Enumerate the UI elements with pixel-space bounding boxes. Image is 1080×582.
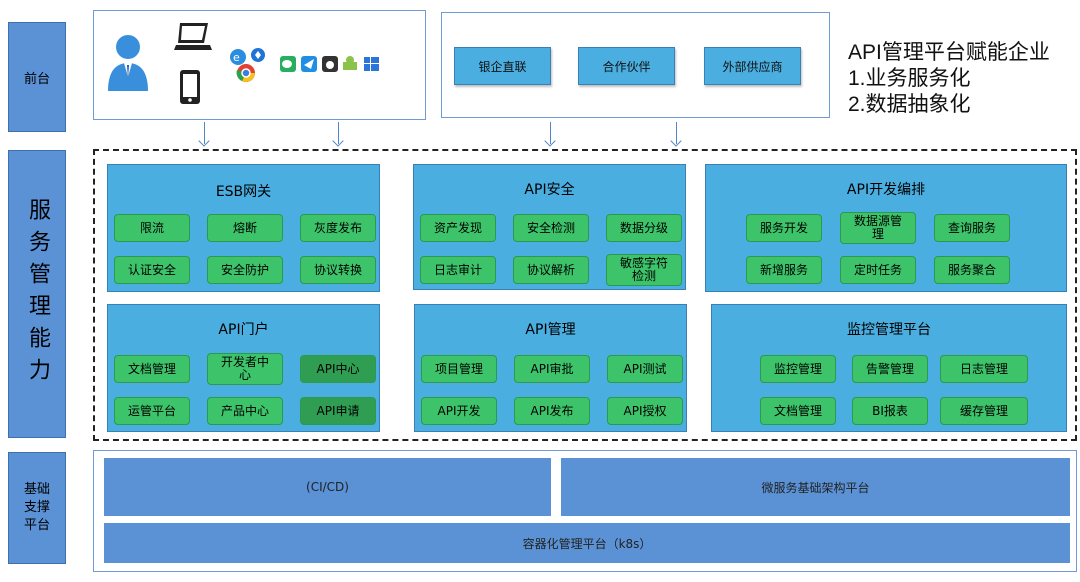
chip-circuit-break[interactable]: 熔断 [207, 214, 283, 242]
chip-product-center[interactable]: 产品中心 [207, 397, 283, 425]
chip-security-check[interactable]: 安全检测 [513, 214, 589, 242]
panel-api-portal: API门户 文档管理 开发者中心 API中心 运管平台 产品中心 API申请 [107, 304, 380, 432]
browser-icons: e [230, 48, 265, 82]
laptop-icon [174, 23, 212, 50]
chip-add-service[interactable]: 新增服务 [746, 256, 822, 284]
channel-partner[interactable]: 合作伙伴 [578, 47, 675, 85]
chip-query-service[interactable]: 查询服务 [934, 214, 1010, 242]
panel-esb: ESB网关 限流 熔断 灰度发布 认证安全 安全防护 协议转换 [107, 164, 380, 292]
chip-log-mgmt[interactable]: 日志管理 [940, 355, 1028, 383]
panel-api-management: API管理 项目管理 API审批 API测试 API开发 API发布 API授权 [414, 304, 687, 432]
arrow-4 [676, 122, 677, 144]
service-label: 服务管理能力 [8, 150, 66, 438]
k8s-bar: 容器化管理平台（k8s） [104, 523, 1070, 563]
chip-doc-mgmt-2[interactable]: 文档管理 [760, 397, 836, 425]
note-line-2: 2.数据抽象化 [848, 93, 971, 116]
chip-monitor-mgmt[interactable]: 监控管理 [760, 355, 836, 383]
phone-icon [180, 70, 200, 104]
base-label: 基础支撑平台 [8, 452, 66, 564]
arrow-2 [338, 122, 339, 144]
panel-title: ESB网关 [215, 184, 272, 200]
front-label: 前台 [8, 22, 66, 132]
platform-icons [280, 54, 390, 74]
svg-text:e: e [233, 51, 240, 64]
chip-service-dev[interactable]: 服务开发 [746, 214, 822, 242]
panel-title: API门户 [218, 322, 269, 338]
panel-title: API开发编排 [846, 182, 926, 198]
chip-scheduled-task[interactable]: 定时任务 [840, 256, 916, 284]
chip-auth[interactable]: 认证安全 [114, 256, 190, 284]
panel-monitoring: 监控管理平台 监控管理 告警管理 日志管理 文档管理 BI报表 缓存管理 [711, 304, 1067, 432]
chip-api-develop[interactable]: API开发 [421, 397, 497, 425]
chip-log-audit[interactable]: 日志审计 [420, 256, 496, 284]
service-label-text: 服务管理能力 [25, 198, 50, 390]
panel-api-orchestration: API开发编排 服务开发 数据源管理 查询服务 新增服务 定时任务 服务聚合 [705, 164, 1067, 292]
chip-api-center[interactable]: API中心 [300, 355, 376, 383]
devices-box: e [93, 10, 426, 120]
cicd-bar: (CI/CD) [104, 458, 551, 516]
chip-dev-center[interactable]: 开发者中心 [207, 353, 283, 385]
chip-sensitive-check[interactable]: 敏感字符检测 [606, 254, 682, 286]
microservice-bar: 微服务基础架构平台 [561, 458, 1070, 516]
chip-protocol-convert[interactable]: 协议转换 [300, 256, 376, 284]
chip-protection[interactable]: 安全防护 [207, 256, 283, 284]
chip-rate-limit[interactable]: 限流 [114, 214, 190, 242]
arrow-3 [550, 122, 551, 144]
channel-bank[interactable]: 银企直联 [454, 47, 551, 85]
notes: API管理平台赋能企业 1.业务服务化 2.数据抽象化 [848, 40, 1073, 118]
chip-service-aggregation[interactable]: 服务聚合 [934, 256, 1010, 284]
channels-box: 银企直联 合作伙伴 外部供应商 [441, 12, 830, 118]
chip-data-grading[interactable]: 数据分级 [606, 214, 682, 242]
chip-gray-release[interactable]: 灰度发布 [300, 214, 376, 242]
chip-api-publish[interactable]: API发布 [514, 397, 590, 425]
chip-datasource-mgmt[interactable]: 数据源管理 [840, 212, 916, 244]
chip-cache-mgmt[interactable]: 缓存管理 [940, 397, 1028, 425]
note-title: API管理平台赋能企业 [848, 41, 1050, 64]
chip-bi-report[interactable]: BI报表 [852, 397, 928, 425]
chip-api-authorize[interactable]: API授权 [607, 397, 683, 425]
chip-api-test[interactable]: API测试 [607, 355, 683, 383]
chip-ops-platform[interactable]: 运管平台 [114, 397, 190, 425]
note-line-1: 1.业务服务化 [848, 67, 971, 90]
panel-title: API管理 [525, 322, 576, 338]
panel-api-security: API安全 资产发现 安全检测 数据分级 日志审计 协议解析 敏感字符检测 [413, 164, 686, 290]
channel-supplier[interactable]: 外部供应商 [704, 47, 801, 85]
service-container [93, 149, 1077, 441]
panel-title: 监控管理平台 [847, 322, 931, 338]
user-icon [108, 35, 148, 91]
arrow-1 [204, 122, 205, 144]
chip-alert-mgmt[interactable]: 告警管理 [852, 355, 928, 383]
panel-title: API安全 [524, 182, 575, 198]
chip-api-approval[interactable]: API审批 [514, 355, 590, 383]
chip-doc-mgmt[interactable]: 文档管理 [114, 355, 190, 383]
chip-protocol-parse[interactable]: 协议解析 [513, 256, 589, 284]
chip-api-apply[interactable]: API申请 [300, 397, 376, 425]
chip-asset-discovery[interactable]: 资产发现 [420, 214, 496, 242]
chip-project-mgmt[interactable]: 项目管理 [421, 355, 497, 383]
